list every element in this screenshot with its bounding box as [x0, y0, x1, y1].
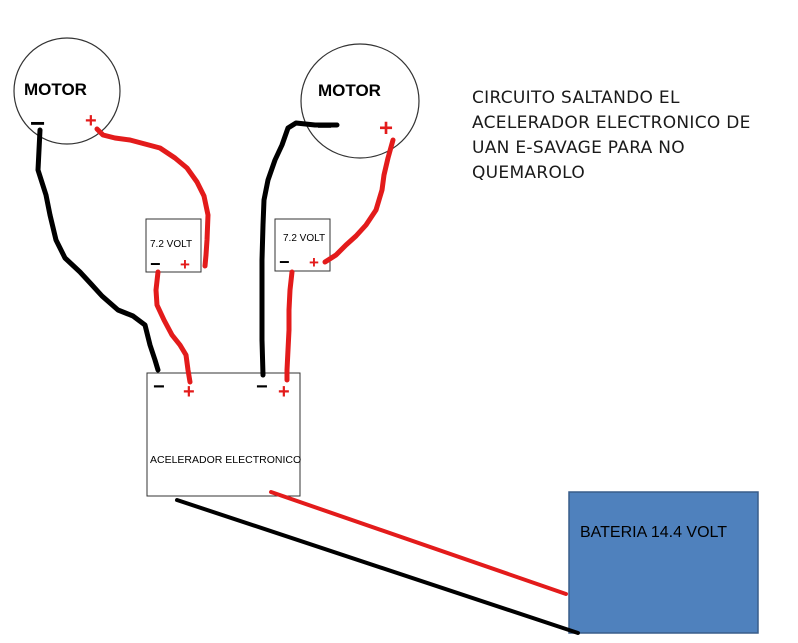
battery-pack-2: 7.2 VOLT − + — [274, 218, 331, 272]
wire-motor1-negative — [35, 127, 161, 373]
wire-motor2-negative — [259, 120, 340, 378]
motor-2: MOTOR − + — [300, 43, 420, 159]
wire-esc-positive-battery — [269, 490, 568, 596]
motor-2-label: MOTOR — [318, 81, 381, 100]
description-line-1: CIRCUITO SALTANDO EL — [472, 88, 680, 108]
motor-2-pos-terminal: + — [379, 115, 393, 142]
electronic-speed-controller: ACELERADOR ELECTRONICO − + − + — [146, 372, 301, 497]
wire-pack2-to-esc — [284, 269, 295, 383]
main-battery-body — [568, 491, 759, 634]
battery-pack-1: 7.2 VOLT − + — [145, 218, 202, 274]
motor-1-body — [13, 37, 121, 145]
description-line-4: QUEMAROLO — [472, 163, 586, 183]
battery-pack-2-pos-terminal: + — [309, 253, 319, 272]
wire-esc-negative-battery — [175, 498, 580, 635]
wire-motor2-positive — [322, 137, 396, 265]
esc-terminal-neg-2: − — [256, 376, 268, 398]
esc-terminal-pos-2: + — [278, 381, 290, 403]
diagram-description: CIRCUITO SALTANDO EL ACELERADOR ELECTRON… — [472, 86, 772, 186]
esc-body — [146, 372, 301, 497]
description-line-3: UAN E-SAVAGE PARA NO — [472, 138, 685, 158]
battery-pack-1-neg-terminal: − — [150, 254, 161, 274]
battery-pack-1-label: 7.2 VOLT — [150, 239, 192, 250]
esc-terminal-neg-1: − — [153, 376, 165, 398]
motor-1: MOTOR − + — [13, 37, 121, 145]
battery-pack-1-pos-terminal: + — [180, 255, 190, 274]
motor-2-body — [300, 43, 420, 159]
description-line-2: ACELERADOR ELECTRONICO DE — [472, 113, 751, 133]
main-battery: BATERIA 14.4 VOLT — [568, 491, 759, 634]
wire-motor1-positive — [94, 126, 211, 269]
battery-pack-1-body — [145, 218, 202, 273]
esc-label: ACELERADOR ELECTRONICO — [150, 454, 301, 466]
battery-pack-2-body — [274, 218, 331, 272]
motor-1-label: MOTOR — [24, 80, 87, 99]
wire-pack1-to-esc — [153, 269, 193, 385]
battery-pack-2-neg-terminal: − — [279, 252, 290, 272]
main-battery-label: BATERIA 14.4 VOLT — [580, 524, 727, 541]
battery-pack-2-label: 7.2 VOLT — [283, 233, 325, 244]
motor-1-pos-terminal: + — [85, 110, 97, 132]
esc-terminal-pos-1: + — [183, 381, 195, 403]
wires — [35, 120, 580, 635]
